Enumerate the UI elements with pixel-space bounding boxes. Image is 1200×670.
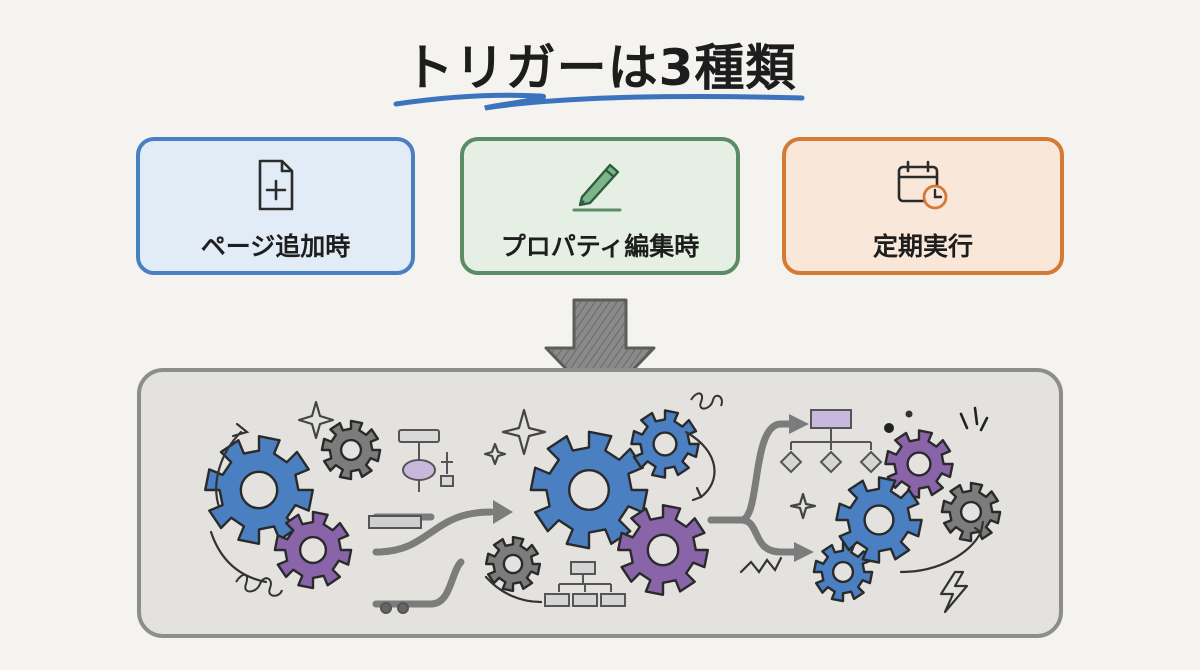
trigger-card-scheduled: 定期実行	[782, 137, 1064, 275]
gear-hole	[298, 535, 328, 565]
flow-arrow-icon	[707, 420, 795, 524]
automation-illustration	[204, 392, 1002, 614]
gear-hole	[652, 431, 678, 457]
trigger-card-page-add: ページ追加時	[136, 137, 415, 275]
lightning-icon	[939, 570, 969, 614]
sparkle-icon	[297, 400, 817, 520]
gear-hole	[906, 451, 932, 477]
gear-hole	[646, 533, 680, 567]
gear-hole	[339, 438, 363, 462]
gear-hole	[239, 470, 279, 510]
gear-hole	[831, 560, 855, 584]
page-title: トリガーは3種類	[403, 39, 797, 97]
trigger-label-property-edit: プロパティ編集時	[500, 232, 700, 261]
trigger-card-property-edit: プロパティ編集時	[460, 137, 740, 275]
trigger-label-scheduled: 定期実行	[872, 232, 973, 261]
gear-hole	[863, 504, 895, 536]
title-underline	[393, 92, 805, 111]
calendar-clock-icon	[897, 160, 948, 210]
flow-arrow-icon	[707, 516, 800, 556]
flowchart-icon	[779, 409, 883, 474]
gear-hole	[959, 500, 983, 524]
flowchart-icon	[368, 429, 454, 614]
flow-arrow-icon	[372, 508, 495, 556]
page-add-icon	[258, 159, 293, 211]
pencil-edit-icon	[572, 163, 622, 212]
gear-hole	[502, 553, 524, 575]
flowchart-icon	[544, 561, 626, 607]
automation-engine-panel	[137, 368, 1063, 638]
gear-hole	[568, 468, 611, 511]
trigger-label-page-add: ページ追加時	[200, 232, 351, 261]
